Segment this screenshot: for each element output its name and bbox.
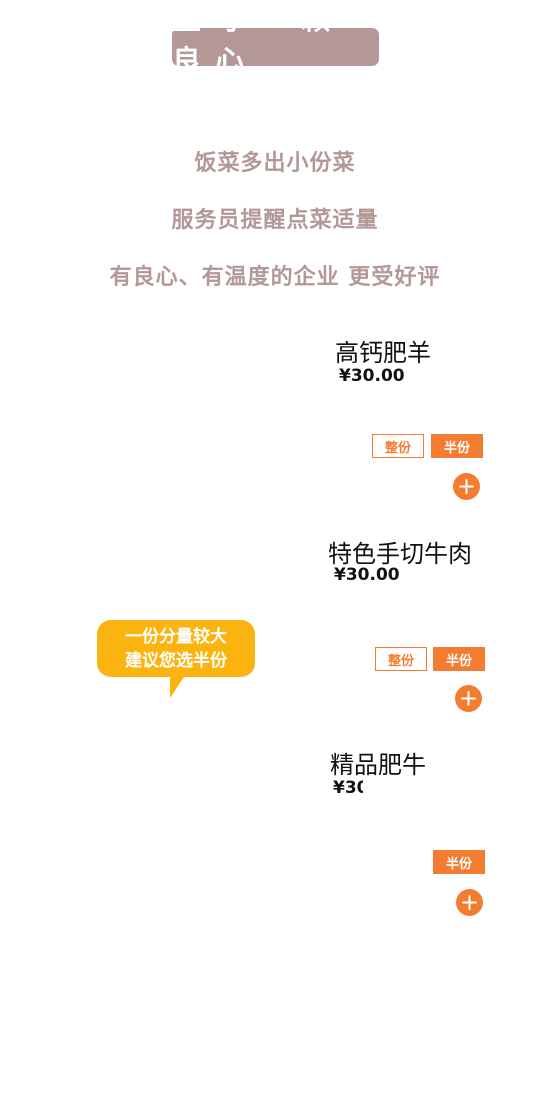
plus-icon [462,895,477,910]
add-to-cart-button[interactable] [455,685,482,712]
add-to-cart-button[interactable] [456,889,483,916]
whole-portion-button[interactable]: 整份 [375,647,427,671]
dish-price: ¥30.00 [334,565,400,585]
slogan-line-1: 饭菜多出小份菜 [194,151,356,176]
dish-name: 精品肥牛 [330,751,426,779]
add-to-cart-button[interactable] [453,473,480,500]
banner-title: 坚守一颗良心 [172,28,330,66]
dish-name: 特色手切牛肉 [328,540,472,568]
dish-name: 高钙肥羊 [335,339,431,367]
slogan-line-2: 服务员提醒点菜适量 [171,208,379,233]
occlusion [368,846,426,880]
half-portion-button[interactable]: 半份 [433,850,485,874]
half-portion-button[interactable]: 半份 [433,647,485,671]
half-portion-button[interactable]: 半份 [431,434,483,458]
page-banner: 坚守一颗良心 [172,28,379,66]
plus-icon [461,691,476,706]
whole-portion-button[interactable]: 整份 [372,434,424,458]
tip-line-2: 建议您选半份 [125,650,227,671]
portion-tip-bubble: 一份分量较大 建议您选半份 [97,620,255,677]
slogan-line-3: 有良心、有温度的企业 更受好评 [109,265,441,290]
bubble-tail [170,674,186,698]
dish-price: ¥30.00 [339,366,405,386]
occlusion [363,776,403,802]
tip-line-1: 一份分量较大 [125,626,227,647]
plus-icon [459,479,474,494]
